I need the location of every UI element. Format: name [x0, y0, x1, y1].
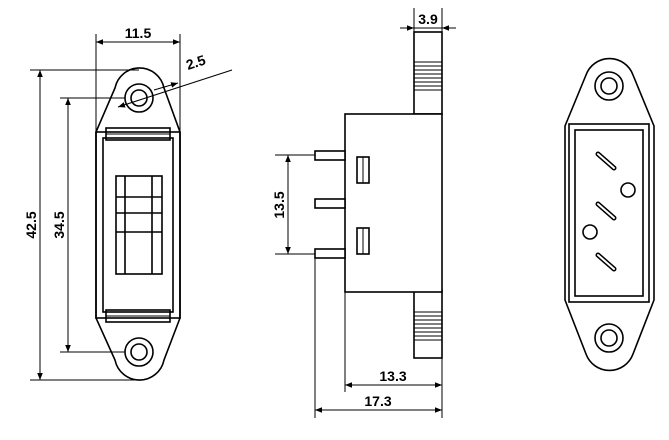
front-frame-outer	[95, 131, 181, 319]
side-pin-top	[314, 150, 346, 161]
dim-hole-diameter: 2.5	[184, 52, 208, 73]
side-top-flange	[413, 31, 443, 115]
dim-pin-spacing: 13.5	[271, 191, 287, 218]
front-bottom-hole-inner	[130, 343, 148, 361]
side-bottom-flange-hatch	[414, 311, 442, 341]
back-pin-middle	[595, 201, 617, 221]
dim-front-width: 11.5	[125, 25, 152, 41]
side-view	[314, 31, 443, 359]
front-view-outline	[95, 67, 181, 381]
front-view	[95, 67, 181, 381]
back-bottom-hole-outer	[594, 323, 624, 353]
back-frame-inner	[574, 129, 644, 297]
dim-flange-thickness: 3.9	[418, 11, 438, 27]
back-frame-outer	[568, 123, 650, 303]
dim-body-depth: 13.3	[379, 368, 406, 384]
side-pin-bottom	[314, 248, 346, 259]
back-bottom-hole-inner	[600, 329, 618, 347]
front-view-dimensions: 11.5 2.5 42.5 34.5	[23, 25, 233, 381]
dim-overall-depth: 17.3	[364, 393, 391, 409]
side-view-dimensions: 3.9 13.5 13.3 17.3	[271, 8, 456, 418]
dim-overall-height: 42.5	[23, 211, 39, 238]
back-pin-bottom	[595, 252, 617, 272]
front-frame-inner	[102, 137, 174, 313]
side-pin-middle	[314, 198, 346, 209]
side-body	[344, 113, 443, 293]
dim-hole-spacing: 34.5	[51, 211, 67, 238]
back-pin-top	[595, 151, 617, 171]
back-view	[564, 57, 655, 372]
side-top-flange-hatch	[414, 61, 442, 91]
front-socket-window	[115, 175, 163, 275]
back-top-hole-inner	[600, 77, 618, 95]
back-round-contact-right	[620, 182, 636, 198]
back-round-contact-left	[582, 224, 598, 240]
back-top-hole-outer	[594, 71, 624, 101]
dim-leader-hole	[117, 69, 233, 108]
